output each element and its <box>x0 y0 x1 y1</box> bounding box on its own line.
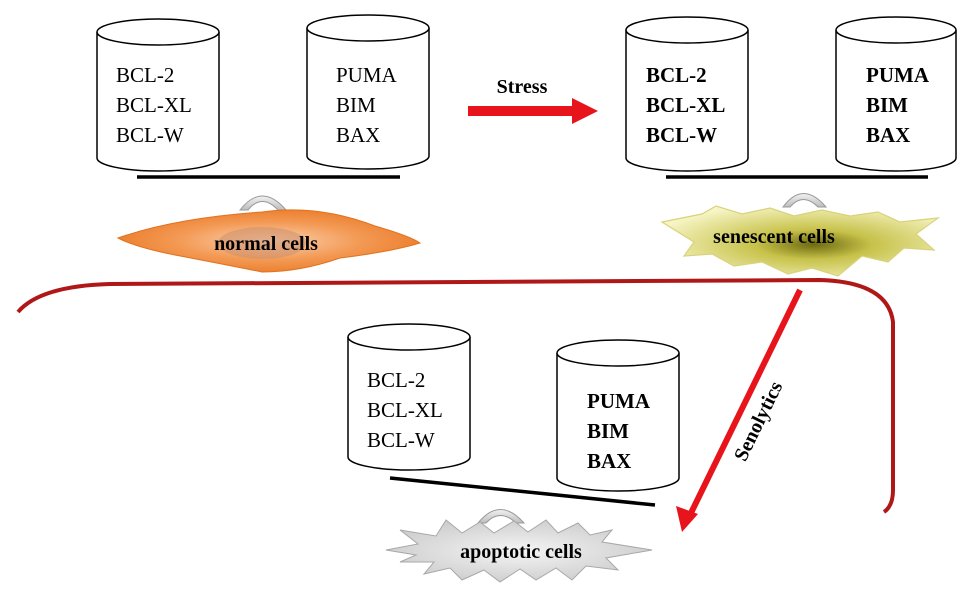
cylinder-pro-apoptotic-senescent: PUMA BIM BAX <box>835 16 957 172</box>
apoptotic-anti-3: BCL-W <box>367 428 435 452</box>
normal-pro-2: BIM <box>336 93 376 117</box>
fulcrum-normal <box>238 195 288 211</box>
cylinder-anti-apoptotic-normal: BCL-2 BCL-XL BCL-W <box>96 18 220 172</box>
apoptotic-cell-shape <box>385 519 653 583</box>
cylinder-pro-apoptotic-normal: PUMA BIM BAX <box>306 14 430 170</box>
apoptotic-cells-label: apoptotic cells <box>460 541 582 563</box>
panel-apoptotic: BCL-2 BCL-XL BCL-W PUMA BIM BAX apoptoti… <box>347 323 680 583</box>
panel-normal: BCL-2 BCL-XL BCL-W PUMA BIM BAX normal c… <box>96 14 430 273</box>
senescent-pro-2: BIM <box>866 93 908 117</box>
normal-cells-label: normal cells <box>214 233 318 255</box>
normal-anti-2: BCL-XL <box>116 93 192 117</box>
senescent-pro-1: PUMA <box>866 63 930 87</box>
stress-label: Stress <box>497 76 548 98</box>
cylinder-anti-apoptotic-apoptotic: BCL-2 BCL-XL BCL-W <box>347 323 471 471</box>
divider-curve <box>16 277 895 514</box>
panel-senescent: BCL-2 BCL-XL BCL-W PUMA BIM BAX senescen… <box>625 16 957 277</box>
normal-cell-nucleus <box>218 227 306 259</box>
apoptotic-pro-3: BAX <box>587 449 631 473</box>
senescent-pro-3: BAX <box>866 123 910 147</box>
normal-pro-1: PUMA <box>336 63 398 87</box>
senescent-anti-3: BCL-W <box>646 123 717 147</box>
normal-anti-3: BCL-W <box>116 123 184 147</box>
senescent-anti-1: BCL-2 <box>646 63 707 87</box>
normal-anti-1: BCL-2 <box>116 63 174 87</box>
normal-pro-3: BAX <box>336 123 380 147</box>
senolytics-arrow-head <box>676 506 698 532</box>
balance-beam-apoptotic <box>389 476 656 507</box>
senescent-cell-shape <box>660 205 941 277</box>
fulcrum-senescent <box>782 193 828 208</box>
cylinder-pro-apoptotic-apoptotic: PUMA BIM BAX <box>556 339 680 492</box>
stress-arrow-group: Stress <box>468 76 598 124</box>
cylinder-anti-apoptotic-senescent: BCL-2 BCL-XL BCL-W <box>625 16 749 172</box>
senescent-anti-2: BCL-XL <box>646 93 725 117</box>
senolytics-arrow-shaft <box>687 288 803 517</box>
senolytics-arrow-group: Senolytics <box>676 288 803 532</box>
stress-arrow <box>468 98 598 124</box>
apoptotic-pro-1: PUMA <box>587 389 651 413</box>
senescent-cells-label: senescent cells <box>713 226 835 248</box>
apoptotic-anti-2: BCL-XL <box>367 398 443 422</box>
fulcrum-apoptotic <box>476 509 526 524</box>
apoptotic-pro-2: BIM <box>587 419 629 443</box>
apoptotic-anti-1: BCL-2 <box>367 368 425 392</box>
